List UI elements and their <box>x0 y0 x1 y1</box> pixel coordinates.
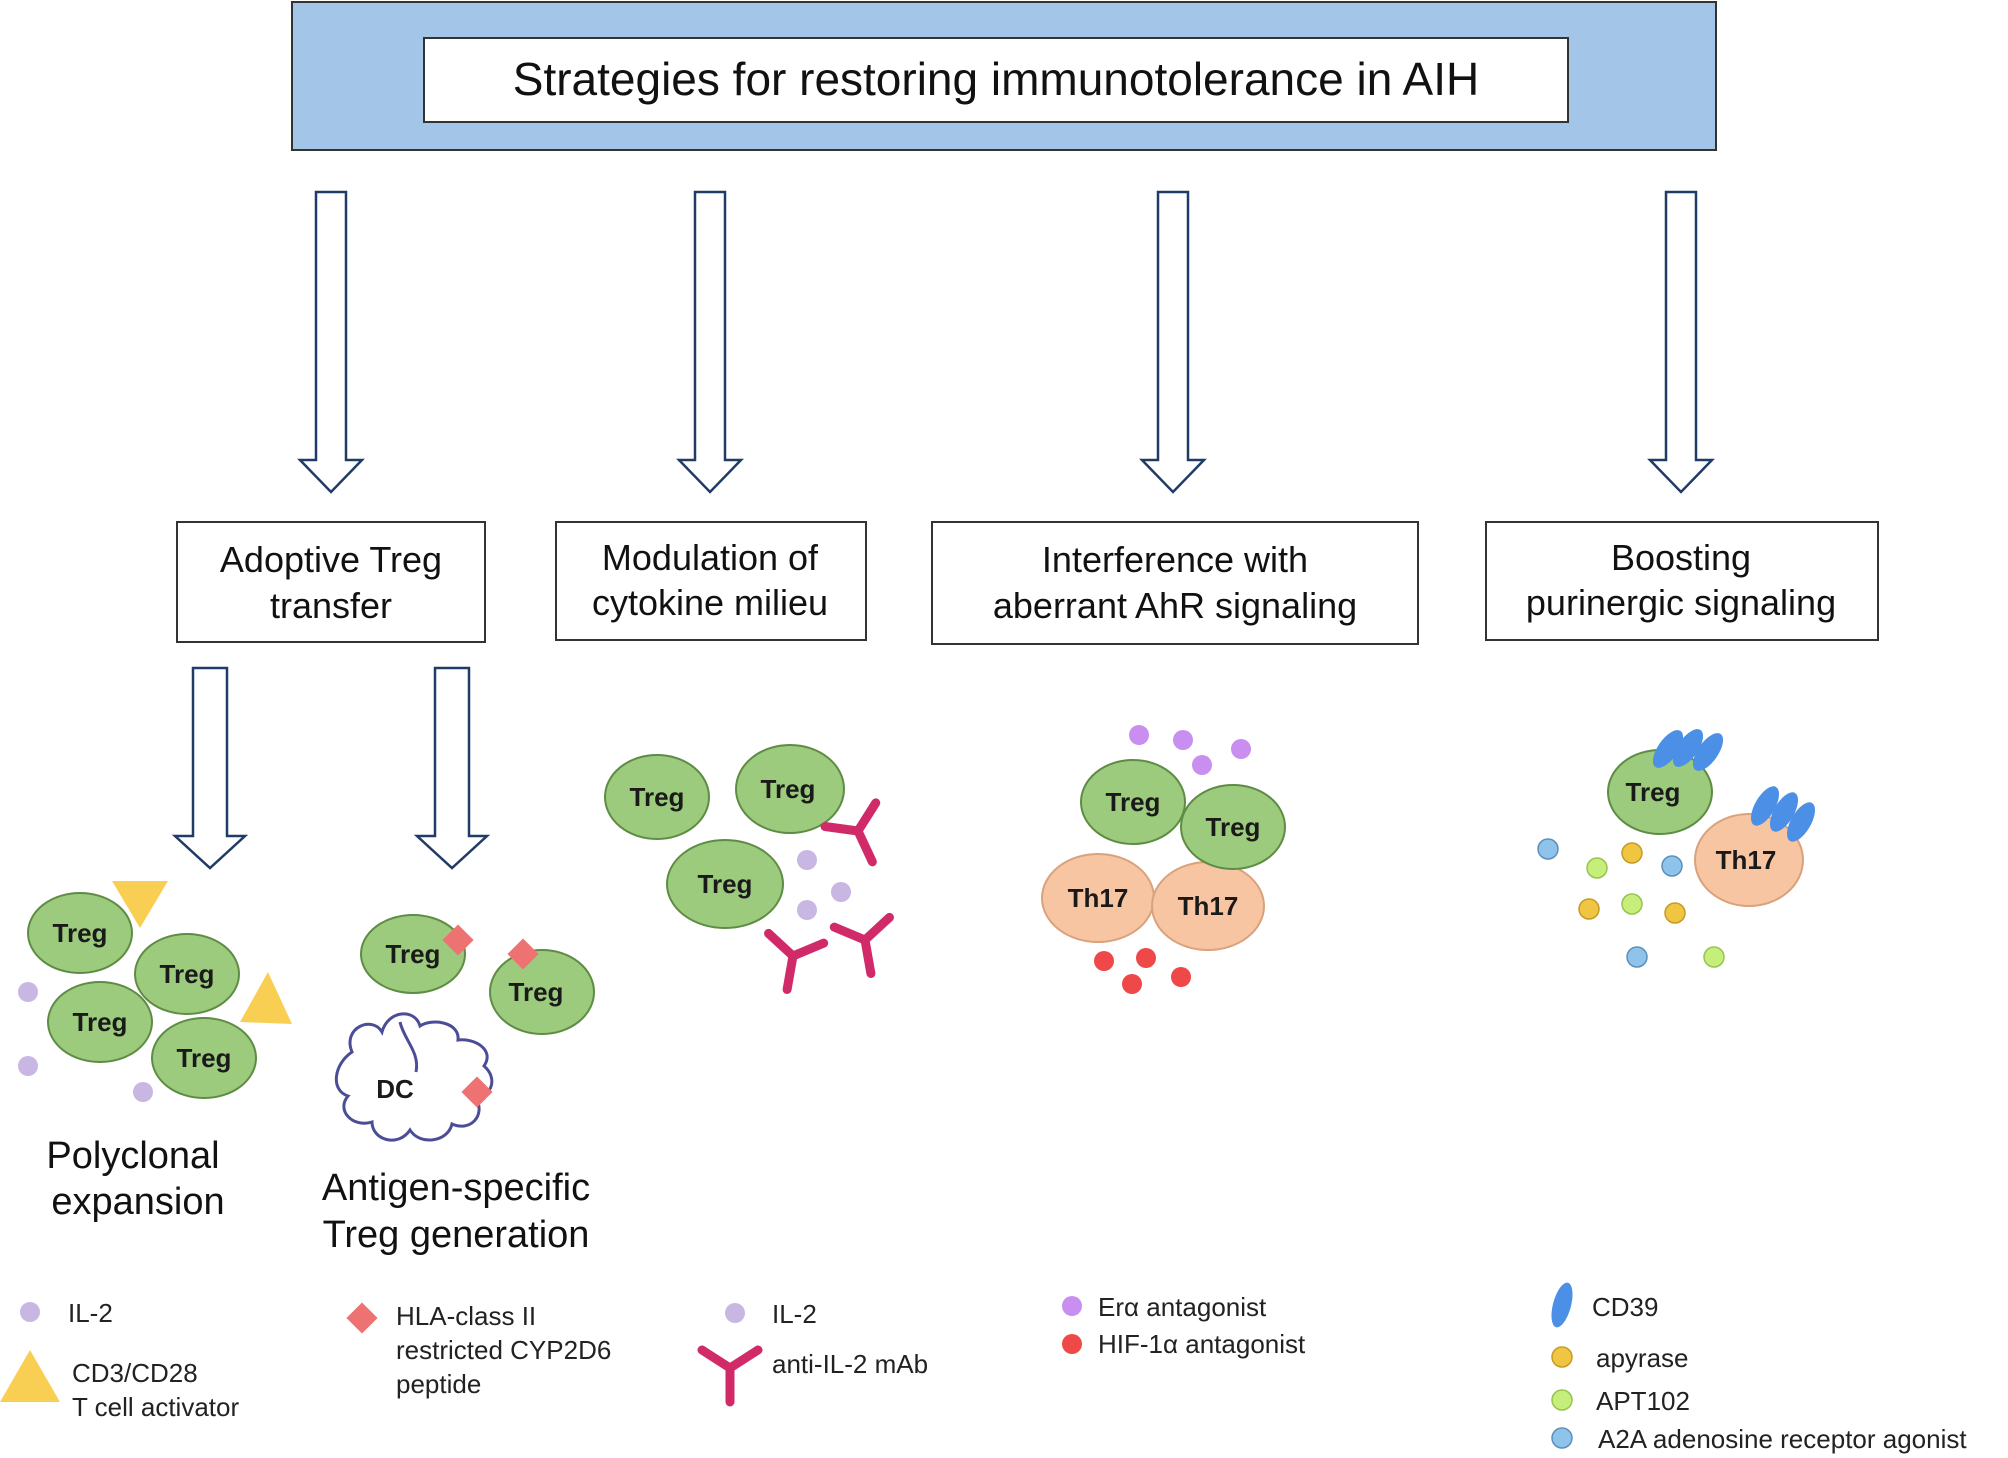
svg-text:restricted CYP2D6: restricted CYP2D6 <box>396 1335 611 1365</box>
svg-text:anti-IL-2 mAb: anti-IL-2 mAb <box>772 1349 928 1379</box>
activator-triangle <box>112 881 168 928</box>
svg-text:APT102: APT102 <box>1596 1386 1690 1416</box>
svg-text:Treg: Treg <box>509 977 564 1007</box>
strategy-2-line-1: Modulation of <box>602 537 819 578</box>
treg-cell: Treg <box>134 933 240 1015</box>
legend-cd39: CD39 <box>1551 1282 1658 1328</box>
legend-a2a: A2A adenosine receptor agonist <box>1551 1424 1967 1454</box>
svg-text:HLA-class II: HLA-class II <box>396 1301 536 1331</box>
legend: IL-2 CD3/CD28 T cell activator HLA-class… <box>0 1282 1967 1454</box>
strategy-1-line-1: Adoptive Treg <box>220 539 442 580</box>
svg-text:CD3/CD28: CD3/CD28 <box>72 1358 198 1388</box>
panel-antigen-specific: DC Treg Treg <box>334 914 595 1142</box>
svg-text:Treg: Treg <box>386 939 441 969</box>
treg-cell: Treg <box>666 839 784 929</box>
svg-text:Treg: Treg <box>177 1043 232 1073</box>
th17-cell: Th17 <box>1694 813 1804 907</box>
strategy-1-line-2: transfer <box>270 585 392 626</box>
svg-text:Treg: Treg <box>698 869 753 899</box>
caption-polyclonal-line-2: expansion <box>51 1181 224 1223</box>
legend-cd3cd28: CD3/CD28 T cell activator <box>0 1350 239 1422</box>
activator-triangle <box>240 972 292 1024</box>
strategy-box-3: Interference with aberrant AhR signaling <box>931 521 1419 645</box>
legend-il2-b: IL-2 <box>725 1299 817 1329</box>
panel-cytokine-milieu: Treg Treg Treg <box>604 744 898 994</box>
svg-text:Th17: Th17 <box>1178 891 1239 921</box>
strategy-box-1: Adoptive Treg transfer <box>176 521 486 643</box>
svg-text:Treg: Treg <box>630 782 685 812</box>
legend-hla-peptide: HLA-class II restricted CYP2D6 peptide <box>346 1301 611 1399</box>
th17-cell: Th17 <box>1151 861 1265 951</box>
svg-text:Treg: Treg <box>73 1007 128 1037</box>
treg-cell: Treg <box>735 744 845 834</box>
treg-cell: Treg <box>47 981 153 1063</box>
dc-label: DC <box>376 1074 414 1104</box>
title-banner: Strategies for restoring immunotolerance… <box>291 1 1717 151</box>
treg-cell: Treg <box>1080 759 1186 845</box>
svg-text:IL-2: IL-2 <box>68 1298 113 1328</box>
svg-text:IL-2: IL-2 <box>772 1299 817 1329</box>
legend-apyrase: apyrase <box>1551 1343 1689 1373</box>
legend-il2-a: IL-2 <box>20 1298 113 1328</box>
legend-apt102: APT102 <box>1551 1386 1690 1416</box>
svg-text:Treg: Treg <box>761 774 816 804</box>
arrow-strategy-4 <box>1647 190 1715 494</box>
svg-text:T cell activator: T cell activator <box>72 1392 239 1422</box>
arrow-strategy-3 <box>1139 190 1207 494</box>
caption-antigen-line-1: Antigen-specific <box>322 1167 590 1209</box>
legend-era-antagonist: Erα antagonist <box>1062 1292 1267 1322</box>
svg-text:Erα antagonist: Erα antagonist <box>1098 1292 1267 1322</box>
svg-text:Treg: Treg <box>1626 777 1681 807</box>
treg-cell: Treg <box>604 754 710 840</box>
svg-text:Th17: Th17 <box>1068 883 1129 913</box>
arrows <box>171 190 1715 870</box>
svg-text:peptide: peptide <box>396 1369 481 1399</box>
svg-text:HIF-1α antagonist: HIF-1α antagonist <box>1098 1329 1306 1359</box>
arrow-strategy-2 <box>676 190 744 494</box>
legend-anti-il2: anti-IL-2 mAb <box>702 1349 928 1402</box>
treg-cell: Treg <box>489 949 595 1035</box>
panel-polyclonal-expansion: Treg Treg Treg Treg <box>18 881 292 1102</box>
arrow-antigen-specific <box>413 666 491 870</box>
svg-text:Treg: Treg <box>1206 812 1261 842</box>
arrow-strategy-1 <box>297 190 365 494</box>
strategy-box-2: Modulation of cytokine milieu <box>555 521 867 641</box>
diagram-title: Strategies for restoring immunotolerance… <box>513 53 1479 105</box>
svg-text:Treg: Treg <box>53 918 108 948</box>
svg-text:A2A adenosine receptor agonist: A2A adenosine receptor agonist <box>1598 1424 1967 1454</box>
svg-text:Th17: Th17 <box>1716 845 1777 875</box>
strategy-box-4: Boosting purinergic signaling <box>1485 521 1879 641</box>
treg-cell: Treg <box>360 914 466 994</box>
treg-cell: Treg <box>27 892 133 974</box>
strategy-3-line-1: Interference with <box>1042 539 1308 580</box>
svg-text:Treg: Treg <box>160 959 215 989</box>
strategy-4-line-1: Boosting <box>1611 537 1751 578</box>
treg-cell: Treg <box>1180 784 1286 870</box>
svg-text:Treg: Treg <box>1106 787 1161 817</box>
caption-polyclonal-line-1: Polyclonal <box>46 1135 219 1177</box>
strategy-4-line-2: purinergic signaling <box>1526 582 1836 623</box>
th17-cell: Th17 <box>1041 853 1155 943</box>
svg-text:CD39: CD39 <box>1592 1292 1658 1322</box>
strategy-3-line-2: aberrant AhR signaling <box>993 585 1357 626</box>
dendritic-cell <box>334 1012 494 1142</box>
treg-cell: Treg <box>151 1017 257 1099</box>
panel-ahr-signaling: Th17 Th17 Treg Treg <box>1041 725 1286 994</box>
treg-cell: Treg <box>1607 749 1713 835</box>
legend-hif-antagonist: HIF-1α antagonist <box>1062 1329 1306 1359</box>
panel-purinergic-signaling: Th17 Treg <box>1537 724 1821 968</box>
svg-text:apyrase: apyrase <box>1596 1343 1689 1373</box>
strategy-2-line-2: cytokine milieu <box>592 582 828 623</box>
arrow-polyclonal <box>171 666 249 870</box>
caption-antigen-line-2: Treg generation <box>323 1214 590 1256</box>
